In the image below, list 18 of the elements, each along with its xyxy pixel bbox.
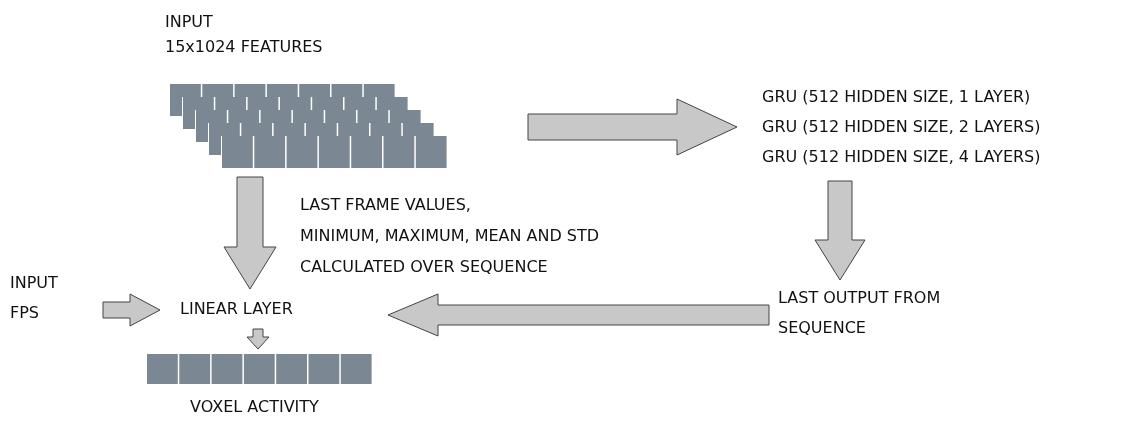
block-arrow: [246, 328, 270, 350]
node-label: INPUT FPS: [10, 272, 59, 324]
node-label: INPUT: [165, 11, 213, 33]
node-label: LINEAR LAYER: [180, 298, 293, 320]
annotation-text: CALCULATED OVER SEQUENCE: [300, 256, 548, 278]
node-label: GRU (512 HIDDEN SIZE, 4 LAYERS): [762, 146, 1041, 168]
node-label: GRU (512 HIDDEN SIZE, 1 LAYER): [762, 86, 1031, 108]
block-arrow: [387, 293, 770, 337]
block-arrow: [814, 180, 866, 281]
annotation-text: MINIMUM, MAXIMUM, MEAN AND STD: [300, 225, 600, 247]
annotation-text: LAST FRAME VALUES,: [300, 194, 471, 216]
node-label: VOXEL ACTIVITY: [190, 396, 319, 418]
block-arrow: [102, 293, 161, 327]
block-arrow: [527, 98, 738, 156]
node-label: LAST OUTPUT FROM SEQUENCE: [778, 287, 942, 339]
node-label: GRU (512 HIDDEN SIZE, 2 LAYERS): [762, 116, 1041, 138]
node-label: 15x1024 FEATURES: [165, 36, 323, 58]
block-arrow: [223, 176, 277, 290]
